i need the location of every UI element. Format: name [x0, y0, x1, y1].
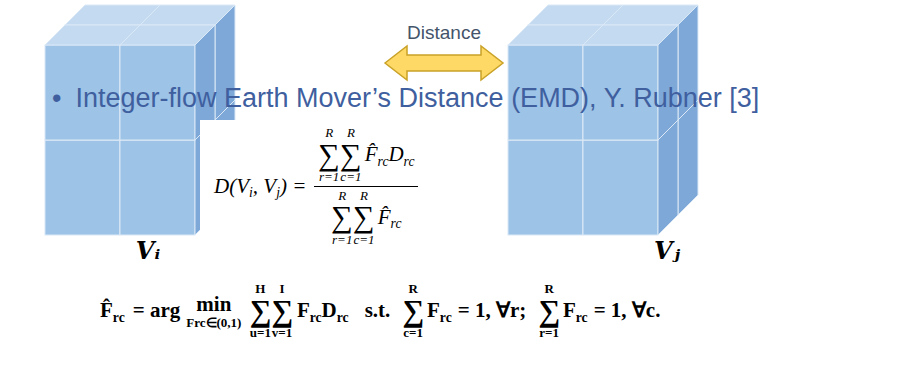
sum-operator: R∑r=1: [538, 282, 560, 340]
numerator: R∑r=1R∑c=1F̂rcDrc: [314, 126, 418, 187]
fraction: R∑r=1R∑c=1F̂rcDrcR∑r=1R∑c=1F̂rc: [314, 126, 418, 247]
math-term: c=1: [353, 233, 374, 247]
math-term: , V: [253, 175, 276, 198]
math-term: rc: [113, 310, 125, 325]
math-term: ∑: [402, 296, 424, 326]
double-arrow: [385, 46, 503, 80]
math-term: s.t.: [365, 299, 391, 322]
math-term: rc: [310, 310, 322, 325]
cube-illustration: [503, 0, 703, 240]
math-term: F̂: [378, 206, 391, 229]
math-term: v=1: [272, 326, 292, 340]
math-term: H: [255, 282, 265, 296]
math-term: rc: [576, 310, 588, 325]
math-term: min: [196, 293, 231, 316]
math-term: R: [325, 126, 333, 140]
math-term: F̂: [365, 143, 378, 166]
math-term: ) =: [280, 175, 306, 198]
math-term: = 1, ∀r;: [458, 299, 527, 322]
math-term: r=1: [319, 170, 339, 184]
math-term: rc: [378, 154, 389, 169]
math-term: ∑: [340, 140, 362, 170]
cube: [583, 25, 678, 140]
math-term: F: [427, 299, 440, 322]
math-term: ∑: [538, 296, 560, 326]
sum-operator: R∑c=1: [402, 282, 424, 340]
bullet-line: • Integer-flow Earth Mover’s Distance (EM…: [52, 84, 759, 114]
bullet-mark: •: [52, 84, 61, 114]
math-term: rc: [440, 310, 452, 325]
formula: D(Vi, Vj) =R∑r=1R∑c=1F̂rcDrcR∑r=1R∑c=1F̂…: [200, 120, 432, 253]
bullet-text: Integer-flow Earth Mover’s Distance (EMD…: [75, 84, 759, 114]
limit-operator: minFrc∈(0,1): [186, 293, 241, 330]
math-term: c=1: [340, 170, 361, 184]
sum-operator: R∑c=1: [340, 126, 362, 184]
math-term: ∑: [249, 296, 271, 326]
sum-operator: H∑u=1: [249, 282, 271, 340]
math-term: D: [388, 143, 403, 166]
math-term: R: [347, 126, 355, 140]
math-term: D(V: [214, 175, 249, 198]
math-term: = 1, ∀c.: [594, 299, 661, 322]
sum-operator: R∑c=1: [353, 189, 375, 247]
volume-label: Vⱼ: [654, 238, 680, 264]
math-term: I: [279, 282, 284, 296]
math-term: r=1: [539, 326, 559, 340]
sum-operator: I∑v=1: [271, 282, 293, 340]
edge-label: Distance: [407, 22, 481, 44]
math-term: D: [322, 299, 337, 322]
math-term: ∑: [331, 202, 353, 232]
math-term: R: [408, 282, 417, 296]
math-term: ∑: [318, 140, 340, 170]
math-term: r=1: [332, 233, 352, 247]
sum-operator: R∑r=1: [318, 126, 340, 184]
math-term: Frc∈(0,1): [186, 316, 241, 330]
math-term: R: [338, 189, 346, 203]
sum-operator: R∑r=1: [331, 189, 353, 247]
math-term: j: [276, 185, 280, 200]
math-term: F: [297, 299, 310, 322]
math-term: ∑: [353, 202, 375, 232]
math-term: R: [544, 282, 553, 296]
math-term: F: [563, 299, 576, 322]
math-term: c=1: [403, 326, 423, 340]
math-term: u=1: [250, 326, 271, 340]
math-term: rc: [391, 216, 402, 231]
math-term: rc: [337, 310, 349, 325]
denominator: R∑r=1R∑c=1F̂rc: [327, 187, 405, 247]
math-term: F̂: [100, 299, 113, 322]
math-term: = arg: [133, 299, 181, 322]
volume-label: Vᵢ: [136, 238, 160, 264]
math-term: R: [360, 189, 368, 203]
cube-stack: Vⱼ: [503, 0, 708, 275]
math-term: i: [249, 185, 253, 200]
formula: F̂rc= argminFrc∈(0,1)H∑u=1I∑v=1FrcDrcs.t…: [100, 282, 660, 340]
math-term: rc: [404, 154, 415, 169]
math-term: ∑: [271, 296, 293, 326]
